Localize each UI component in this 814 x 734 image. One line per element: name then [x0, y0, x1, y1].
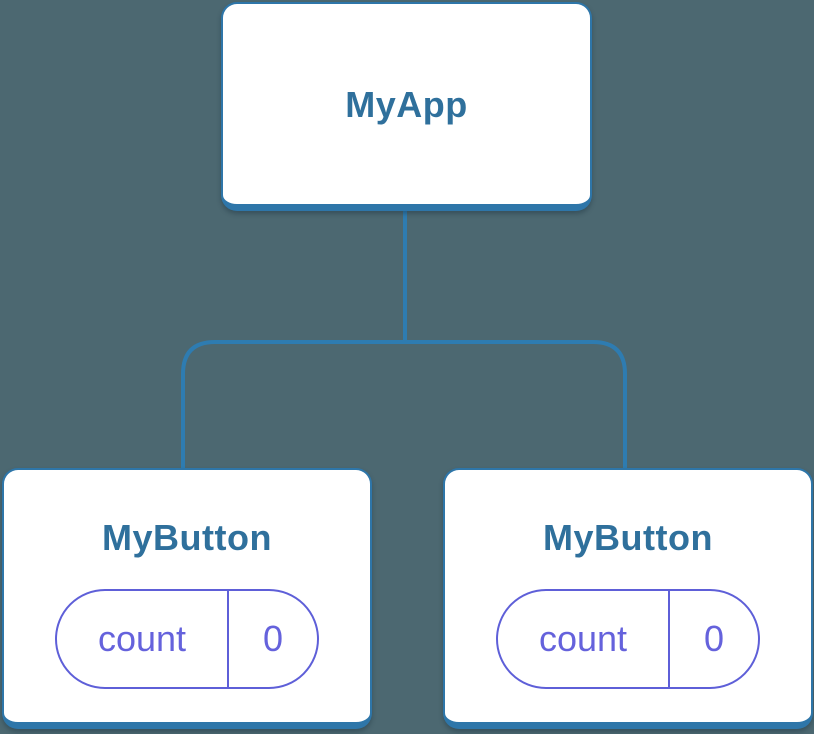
- state-value: 0: [262, 618, 284, 659]
- state-pill-divider: [668, 591, 670, 687]
- node-title: MyButton: [102, 517, 272, 558]
- root-node-myapp: MyApp: [221, 2, 592, 211]
- state-pill: count 0: [55, 589, 319, 689]
- connector-branch: [181, 340, 627, 470]
- child-node-mybutton-2: MyButton count 0: [443, 468, 813, 729]
- node-title: MyButton: [543, 517, 713, 558]
- state-key-label: count: [538, 618, 628, 659]
- child-node-mybutton-1: MyButton count 0: [2, 468, 372, 729]
- state-key-label: count: [97, 618, 187, 659]
- state-value: 0: [703, 618, 725, 659]
- node-title: MyApp: [345, 83, 468, 125]
- state-pill-divider: [227, 591, 229, 687]
- state-pill: count 0: [496, 589, 760, 689]
